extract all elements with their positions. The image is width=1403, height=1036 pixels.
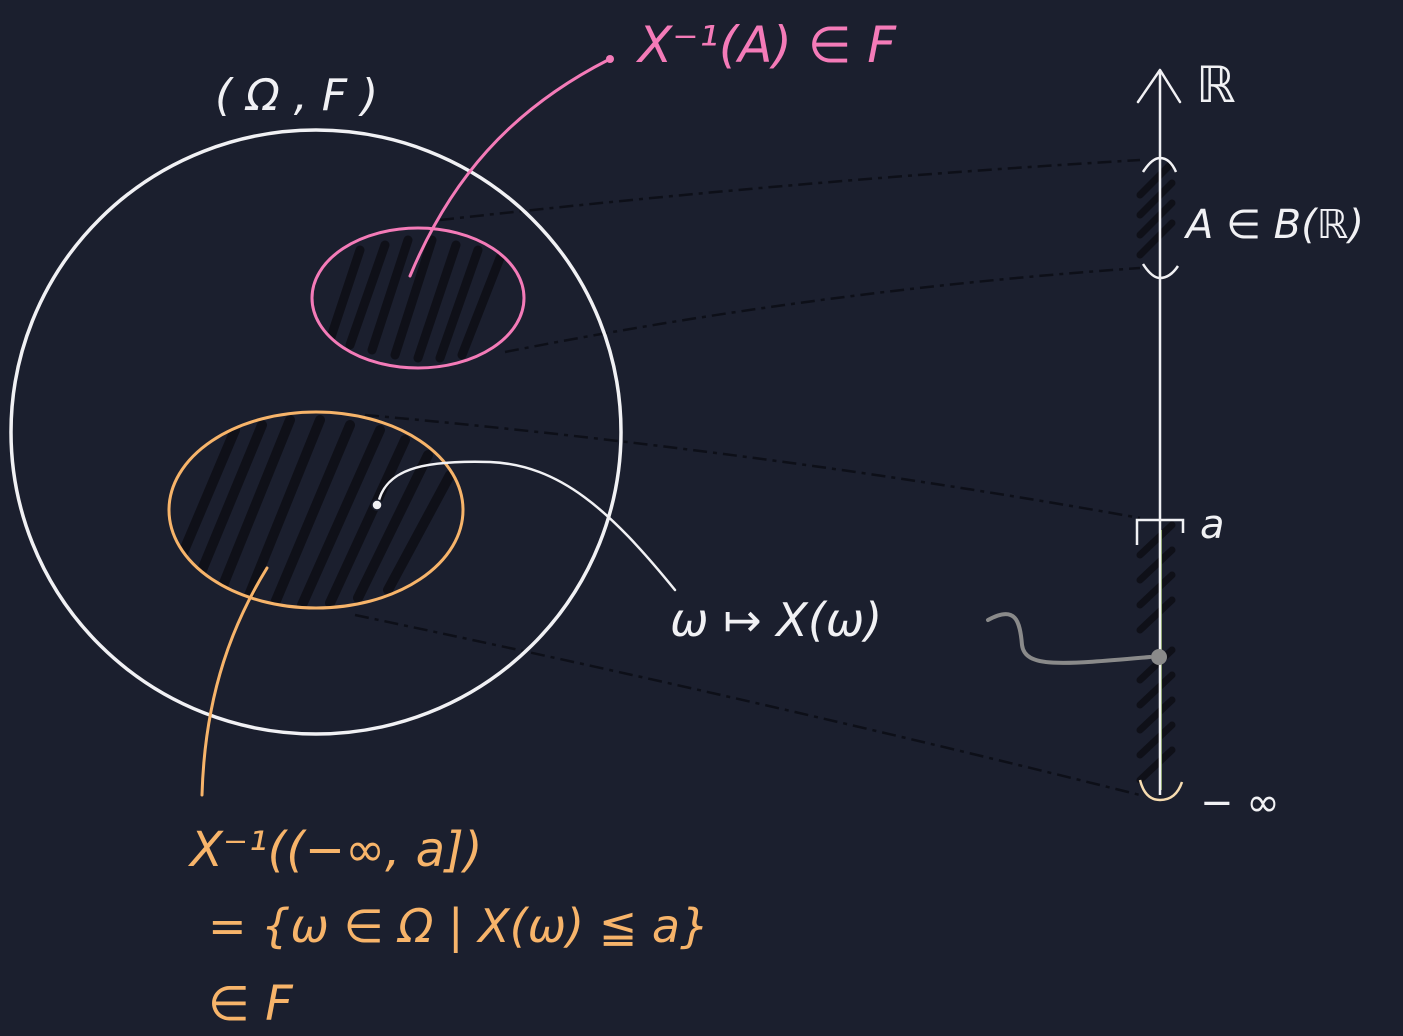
orange-pointer-line	[200, 566, 269, 797]
omega-point	[371, 499, 383, 511]
x-omega-connector	[986, 612, 1152, 665]
dashed-line-a	[364, 413, 1141, 520]
preimage-interval-ellipse	[167, 410, 465, 610]
pink-pointer-dot	[606, 55, 614, 63]
preimage-interval-line1: X⁻¹((−∞, a])	[187, 822, 483, 878]
interval-A-top-bracket	[1141, 156, 1178, 173]
dashed-line-A-top	[439, 158, 1141, 222]
omega-mapping-curve	[376, 460, 677, 592]
real-line-label: ℝ	[1196, 56, 1236, 114]
point-a-label: a	[1200, 502, 1225, 548]
point-a-bracket	[1135, 518, 1185, 545]
pink-pointer-line	[408, 58, 610, 278]
real-line-axis	[1135, 68, 1185, 802]
dashed-line-A-bottom	[504, 266, 1141, 354]
preimage-interval-region	[167, 410, 465, 610]
real-line-arrowhead	[1136, 68, 1182, 104]
mapping-dashed-lines	[354, 158, 1141, 797]
mapping-label: ω ↦ X(ω)	[670, 593, 882, 647]
interval-A-bottom-bracket	[1141, 263, 1180, 280]
preimage-A-region	[310, 226, 526, 370]
omega-circle	[9, 128, 623, 736]
neg-inf-bracket	[1138, 779, 1184, 802]
preimage-A-ellipse	[310, 226, 526, 370]
preimage-interval-line2: = {ω ∈ Ω | X(ω) ≦ a}	[208, 899, 709, 954]
preimage-A-label: X⁻¹(A) ∈ F	[635, 16, 897, 74]
set-A-label: A ∈ B(ℝ)	[1183, 202, 1364, 248]
neg-inf-label: − ∞	[1200, 780, 1280, 826]
dashed-line-neg-inf	[354, 613, 1141, 797]
x-omega-point	[1151, 649, 1167, 665]
space-label: ( Ω , F )	[215, 70, 378, 121]
preimage-interval-line3: ∈ F	[208, 976, 294, 1032]
